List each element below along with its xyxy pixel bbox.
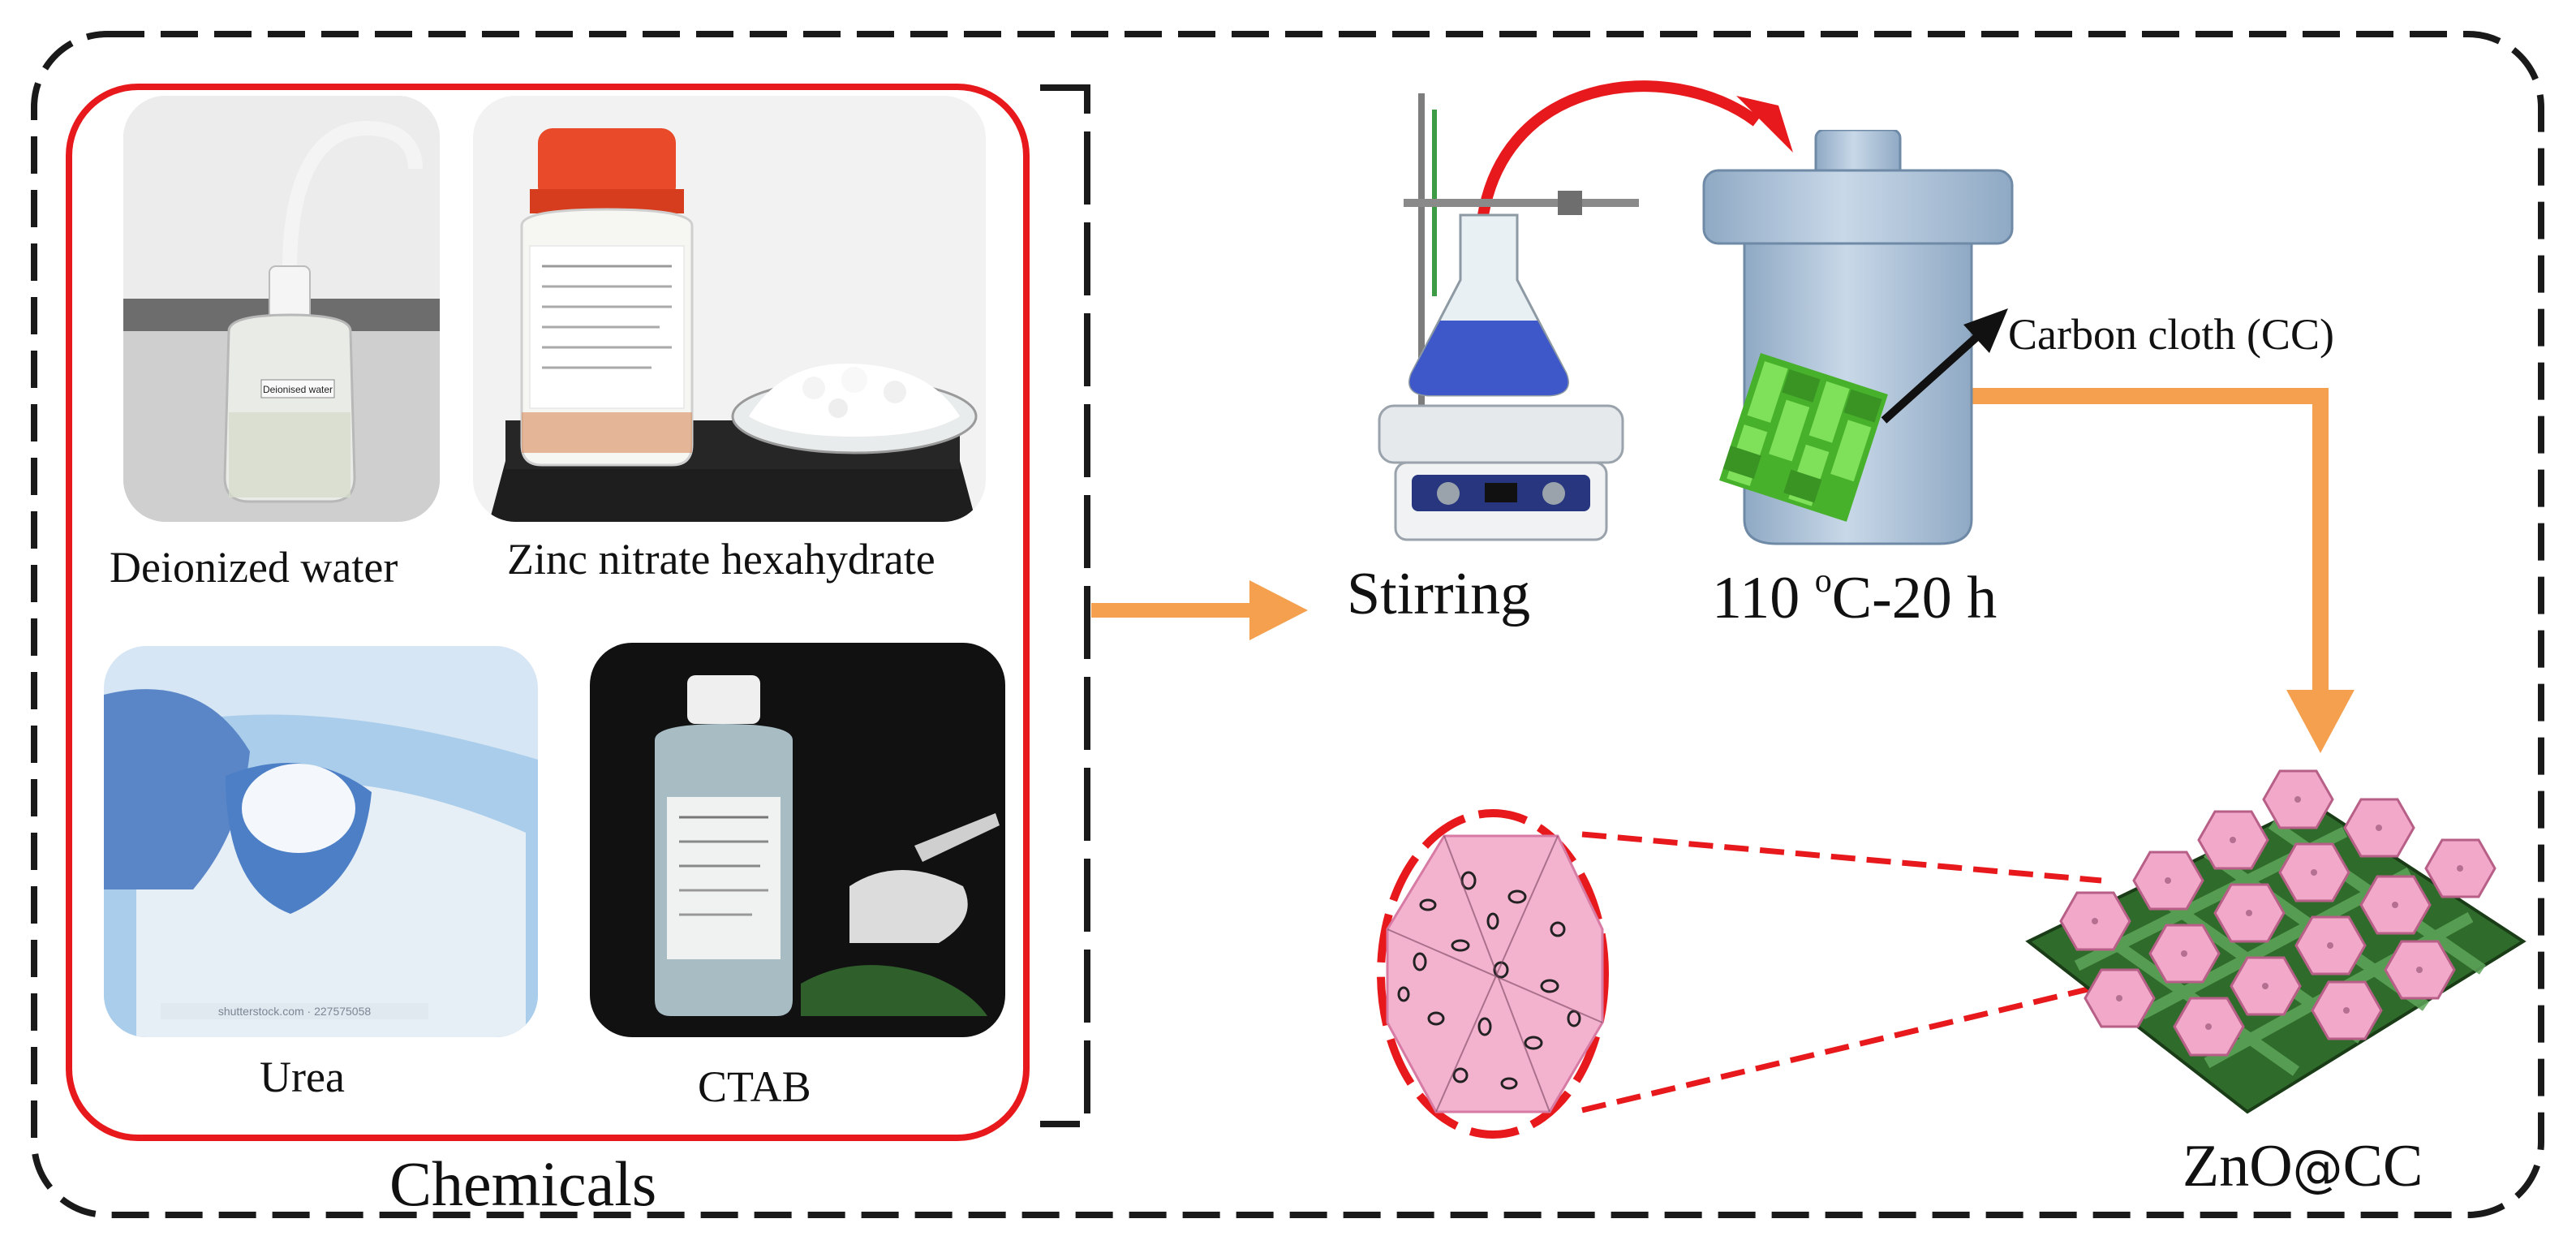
- orange-arrow-to-stirring: [1091, 580, 1308, 640]
- chemicals-bracket: [1040, 84, 1090, 1127]
- condition-time: C-20 h: [1831, 565, 1998, 631]
- red-arrow-to-autoclave: [1475, 80, 1761, 236]
- deionized-water-label: Deionized water: [110, 543, 398, 592]
- chemicals-frame: [66, 84, 1030, 1141]
- condition-temp: 110: [1712, 565, 1815, 631]
- ctab-label: CTAB: [698, 1062, 811, 1111]
- zinc-nitrate-photo: [473, 96, 986, 522]
- outer-dashed-border: [31, 31, 2544, 1218]
- zoom-line-top: [1581, 831, 2102, 884]
- zoom-line-bottom: [1581, 983, 2102, 1113]
- stirring-label: Stirring: [1347, 561, 1531, 627]
- deionized-water-photo: Deionised water: [123, 96, 440, 522]
- bottle-label-text: Deionised water: [263, 384, 333, 395]
- product-label: ZnO@CC: [2183, 1136, 2423, 1196]
- carbon-cloth-label: Carbon cloth (CC): [2008, 310, 2334, 359]
- red-arrowhead: [1736, 96, 1793, 153]
- product-label-at: @: [2292, 1139, 2343, 1198]
- urea-watermark: shutterstock.com · 227575058: [218, 1005, 372, 1018]
- carbon-cloth-swatch: [1719, 353, 1888, 522]
- carbon-cloth-pointer: [1881, 331, 1983, 424]
- urea-label: Urea: [260, 1053, 345, 1101]
- urea-photo: shutterstock.com · 227575058: [104, 646, 538, 1037]
- condition-degree: o: [1814, 562, 1832, 600]
- product-label-suffix: CC: [2342, 1133, 2423, 1199]
- chemicals-section-title: Chemicals: [389, 1148, 657, 1219]
- orange-arrow-to-product: [1972, 388, 2355, 753]
- ctab-photo: [590, 643, 1005, 1037]
- zno-zoom-circle: [1377, 809, 1609, 1139]
- stirring-apparatus: [1378, 93, 1639, 541]
- autoclave: [1702, 130, 2014, 545]
- product-label-prefix: ZnO: [2183, 1133, 2293, 1199]
- zinc-nitrate-label: Zinc nitrate hexahydrate: [507, 535, 935, 584]
- zno-cc-product: [2025, 769, 2527, 1114]
- condition-label: 110 oC-20 h: [1712, 564, 1997, 628]
